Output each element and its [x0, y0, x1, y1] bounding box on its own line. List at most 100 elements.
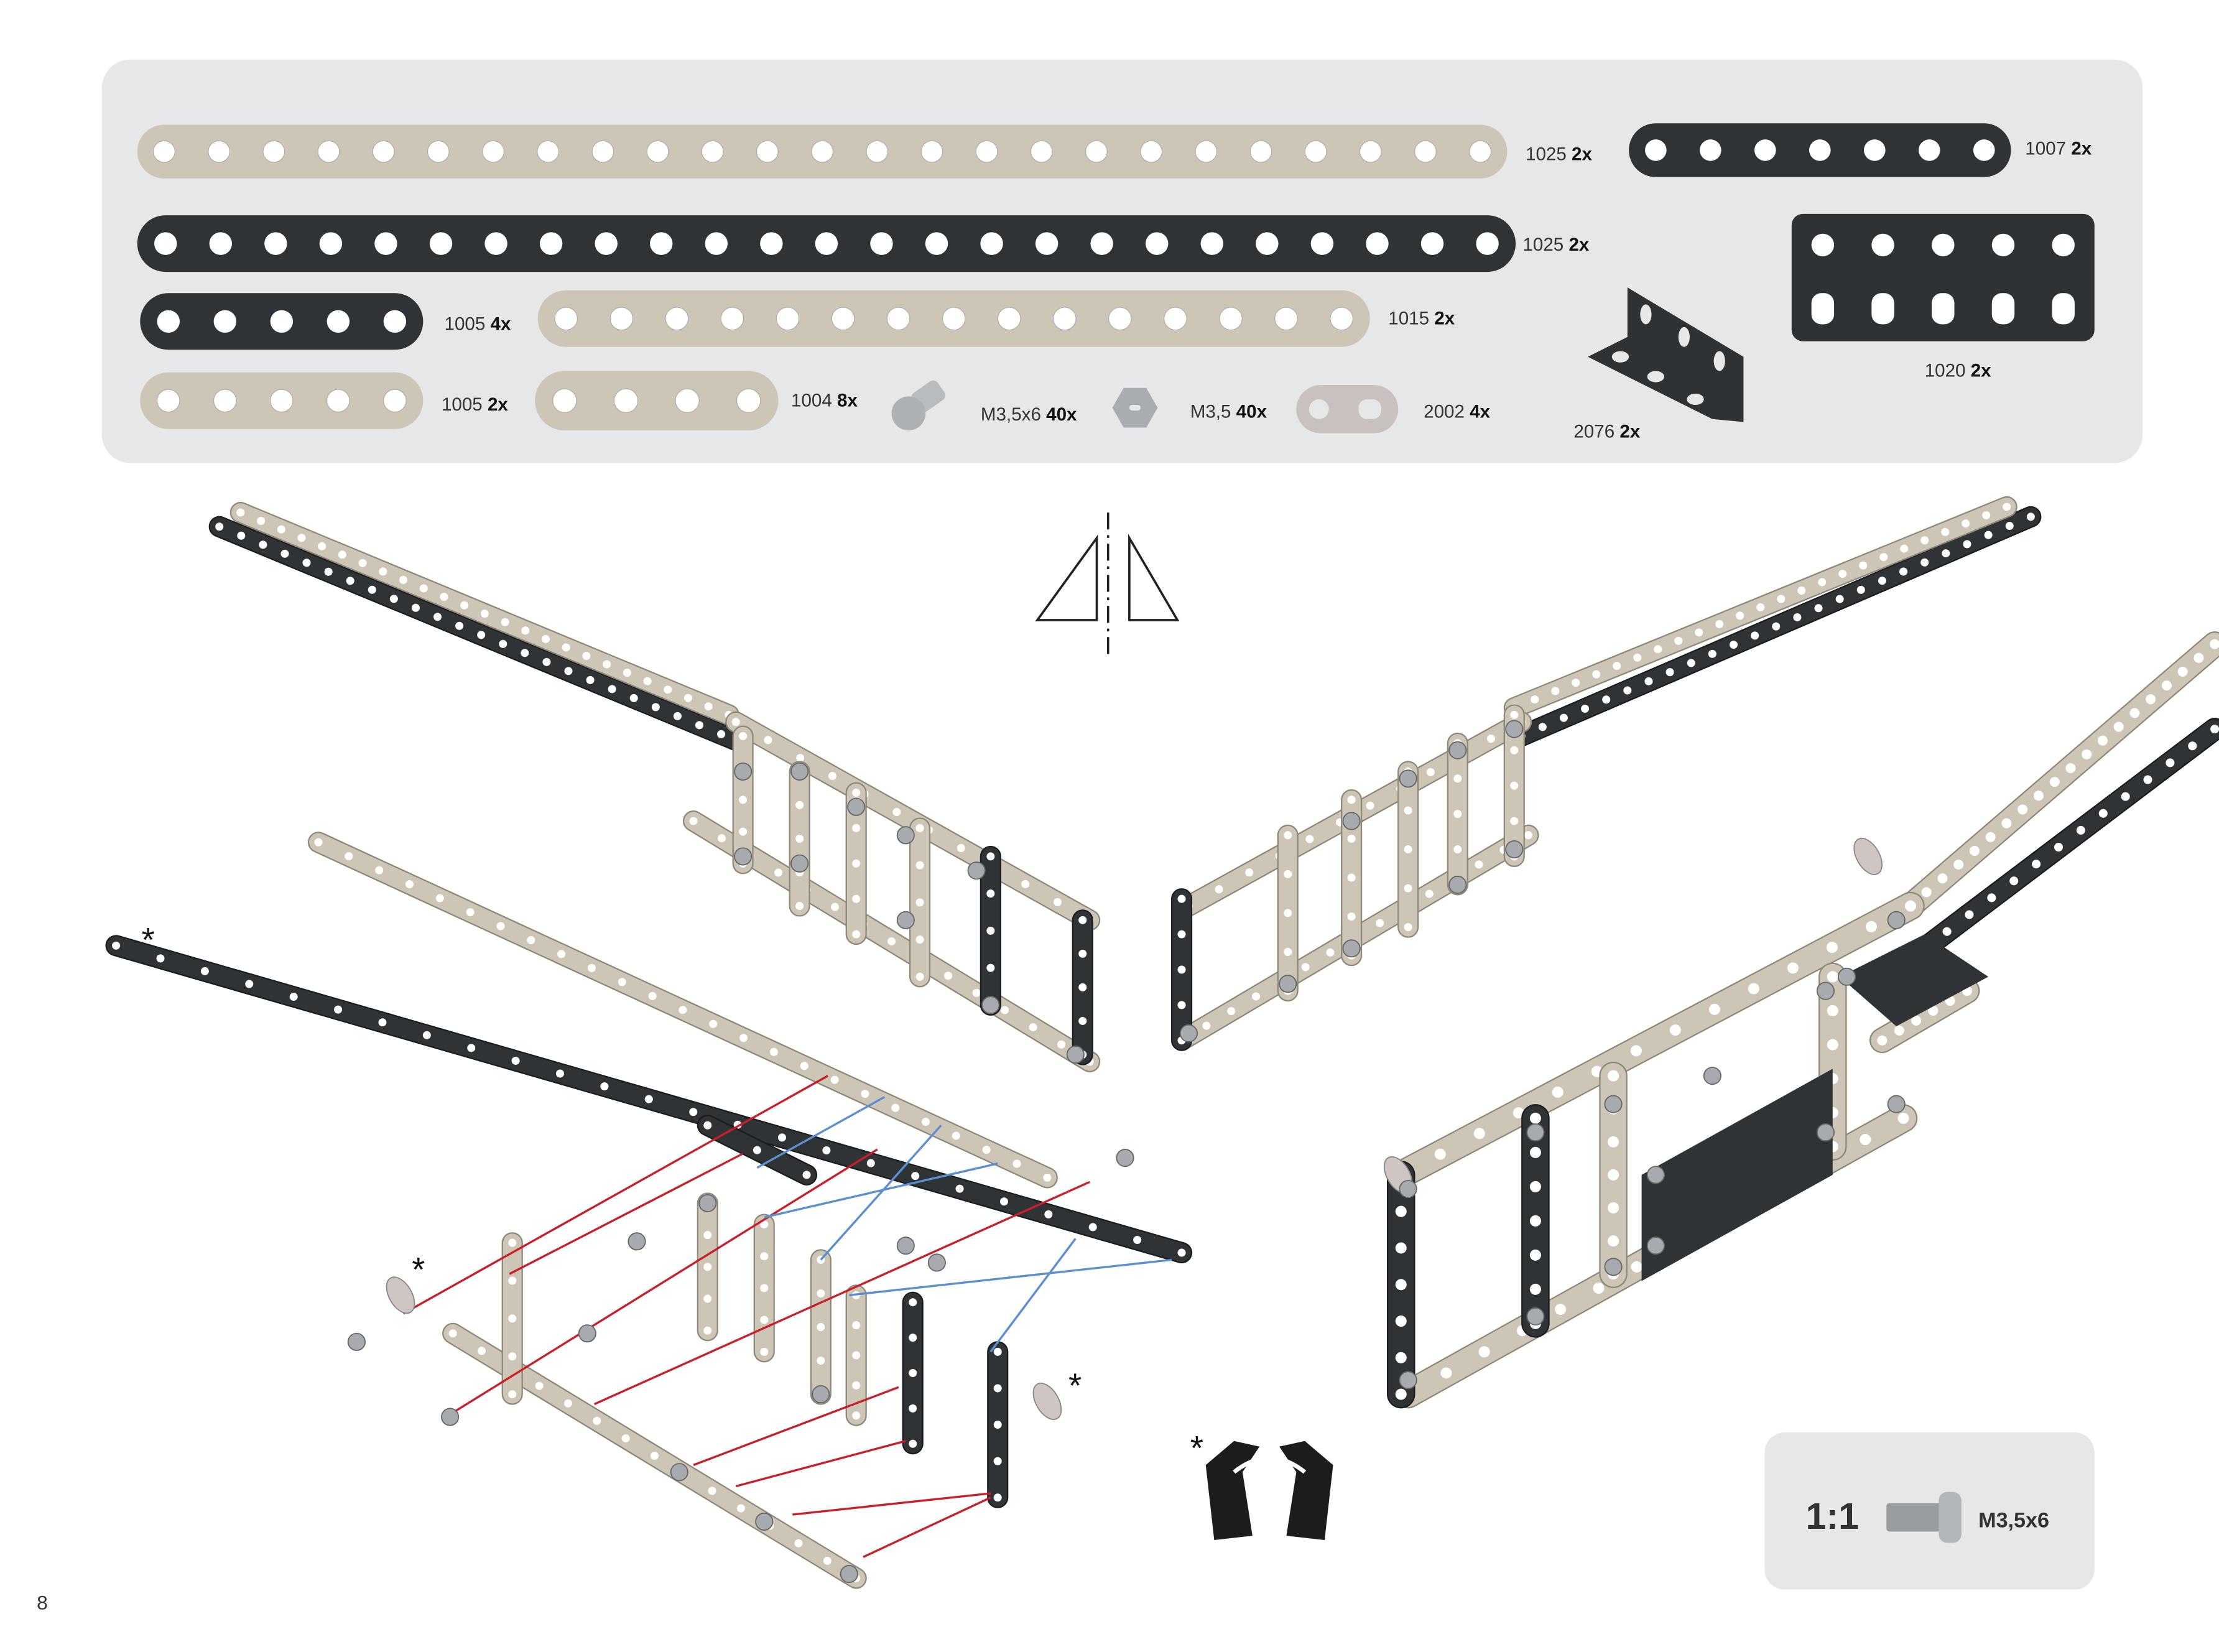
bolt — [1116, 1149, 1134, 1167]
part-quantity: 2x — [488, 394, 508, 415]
bolt — [1179, 1024, 1198, 1042]
part-2002-icon — [1296, 385, 1399, 434]
exploded-middle-strip — [845, 1284, 867, 1426]
bolt — [1816, 981, 1835, 1000]
assembly-illustration — [105, 496, 2219, 1589]
part-label: M3,5x6 40x — [981, 404, 1077, 425]
part-code: 1007 — [2025, 138, 2066, 159]
asterisk-marker: * — [412, 1251, 425, 1289]
strip-1005-tan-icon — [140, 372, 424, 429]
top-left-vertical-strip — [845, 782, 867, 945]
red-guide-line — [863, 1497, 991, 1558]
strip-1025-tan-icon — [137, 124, 1508, 179]
part-code: 2002 — [1424, 402, 1465, 422]
bolt — [981, 996, 1000, 1014]
part-code: 1020 — [1925, 361, 1966, 381]
bolt — [734, 847, 753, 866]
strip-1015-icon — [537, 290, 1370, 347]
part-code: 1025 — [1526, 144, 1567, 164]
right-plate-1020 — [1641, 934, 1989, 1281]
bolt — [441, 1408, 460, 1426]
bolt — [1646, 1166, 1665, 1184]
part-label: 1025 2x — [1522, 234, 1589, 255]
bolt — [734, 762, 753, 781]
bolt — [896, 826, 915, 845]
bolt — [840, 1565, 858, 1584]
blue-guide-line — [764, 1162, 998, 1218]
blue-guide-line — [849, 1258, 1172, 1297]
red-guide-line — [792, 1492, 991, 1516]
bolt — [812, 1385, 830, 1404]
top-left-vertical-strip — [1072, 909, 1093, 1065]
part-code: 1015 — [1388, 308, 1429, 328]
scale-ratio: 1:1 — [1806, 1495, 1860, 1537]
bolt — [1448, 875, 1467, 894]
part-quantity: 2x — [1971, 361, 1991, 381]
right-upper-tan-strip — [1387, 891, 1925, 1189]
lug-2002 — [386, 1276, 415, 1314]
lug-2002 — [1032, 1383, 1062, 1420]
right-long-dark-strip — [1913, 717, 2219, 960]
bolt — [896, 1237, 915, 1255]
bend-by-hand-icon — [1205, 1441, 1333, 1540]
strip-1005-dark-icon — [140, 293, 424, 350]
part-label: 1005 2x — [442, 394, 508, 415]
part-code: M3,5x6 — [981, 404, 1041, 425]
strip-1004-icon — [535, 371, 779, 430]
bolt — [1887, 1095, 1906, 1113]
top-left-vertical-strip — [732, 725, 754, 875]
bolt — [1279, 975, 1297, 993]
part-quantity: 40x — [1046, 404, 1077, 425]
top-right-vertical-strip — [1170, 888, 1193, 1051]
bolt — [790, 762, 809, 781]
bolt — [1399, 1180, 1417, 1199]
exploded-long-tan-strip — [307, 832, 1058, 1189]
part-label: 2002 4x — [1424, 402, 1490, 422]
page-number: 8 — [37, 1591, 48, 1613]
plate-1020-icon — [1791, 213, 2095, 341]
red-guide-line — [693, 1386, 899, 1466]
part-code: 1004 — [791, 390, 832, 411]
bolt — [1342, 812, 1361, 830]
red-guide-line — [402, 1075, 829, 1315]
part-quantity: 40x — [1236, 402, 1267, 422]
part-label: 1020 2x — [1925, 361, 1991, 381]
part-quantity: 4x — [1470, 402, 1490, 422]
exploded-middle-strip — [697, 1192, 718, 1342]
right-long-tan-strip — [1897, 631, 2219, 919]
red-guide-line — [509, 1153, 744, 1275]
top-left-long-tan-strip — [229, 501, 739, 726]
top-right-vertical-strip — [1277, 824, 1299, 1002]
lug-2002 — [1853, 837, 1883, 875]
top-left-vertical-strip — [909, 817, 931, 988]
bolt — [1399, 1371, 1417, 1390]
exploded-short-dark-strip — [902, 1291, 924, 1455]
part-label: 1005 4x — [445, 313, 511, 334]
bolt — [755, 1512, 774, 1531]
bolt — [578, 1324, 596, 1343]
bolt — [967, 861, 986, 880]
scale-screw-label: M3,5x6 — [1978, 1509, 2049, 1533]
part-code: 1025 — [1522, 234, 1563, 255]
bolt — [698, 1194, 717, 1212]
exploded-middle-strip — [753, 1213, 775, 1363]
top-left-vertical-strip — [980, 845, 1001, 1016]
scale-reference-box: 1:1 M3,5x6 — [1764, 1432, 2095, 1590]
bolt — [927, 1253, 946, 1272]
part-label: 1015 2x — [1388, 308, 1455, 328]
bolt — [1526, 1123, 1545, 1142]
part-label: 1004 8x — [791, 390, 858, 411]
part-label: 1007 2x — [2025, 138, 2092, 159]
bolt — [670, 1463, 688, 1482]
top-left-vertical-strip — [789, 761, 810, 917]
top-right-vertical-strip — [1397, 761, 1419, 938]
bolt — [1604, 1258, 1623, 1276]
bolt — [347, 1332, 366, 1351]
red-guide-line — [452, 1148, 878, 1414]
bolt — [1448, 741, 1467, 759]
bolt — [1837, 967, 1856, 986]
blue-guide-line — [820, 1125, 942, 1261]
asterisk-marker: * — [1190, 1429, 1203, 1467]
